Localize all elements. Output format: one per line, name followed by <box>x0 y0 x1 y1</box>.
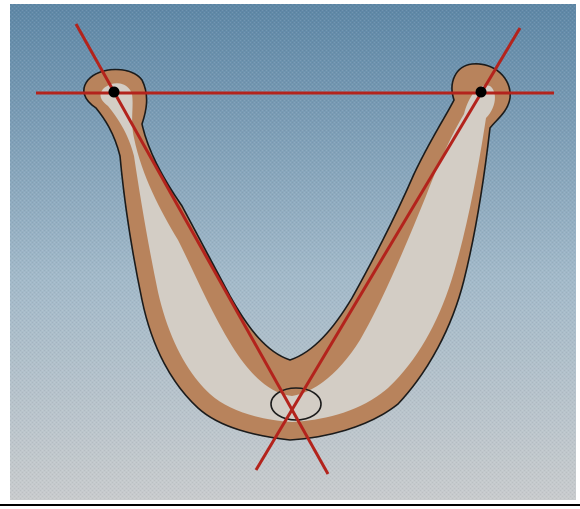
right-condyle-point <box>476 87 487 98</box>
left-condyle-point <box>109 87 120 98</box>
